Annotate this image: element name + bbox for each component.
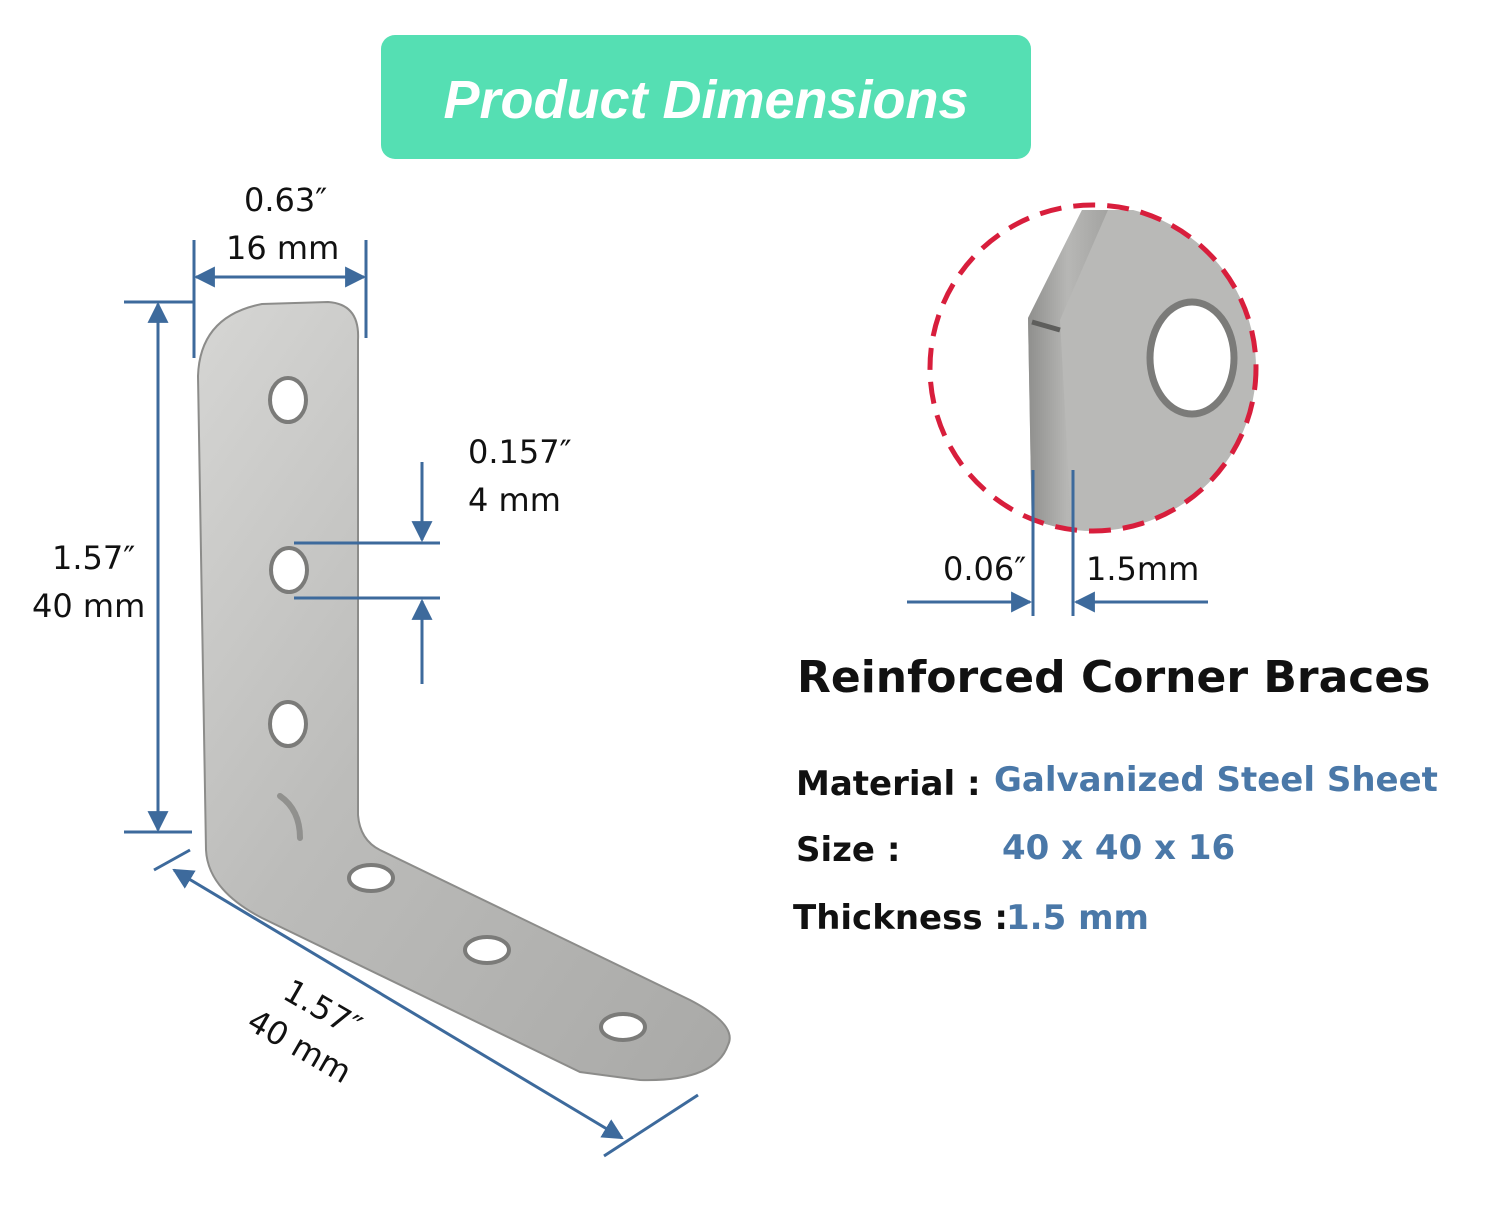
width-mm-label: 16 mm (226, 229, 340, 267)
size-label: Size : (796, 830, 901, 870)
material-value: Galvanized Steel Sheet (994, 760, 1438, 800)
height-mm-label: 40 mm (32, 587, 146, 625)
thickness-detail (927, 202, 1259, 534)
material-label: Material : (796, 764, 981, 804)
thickness-inch-label: 0.06″ (943, 550, 1027, 588)
hole (463, 935, 511, 965)
hole (268, 376, 308, 424)
thickness-label: Thickness : (793, 898, 1008, 938)
thickness-mm-label: 1.5mm (1086, 550, 1200, 588)
hole (1146, 298, 1238, 418)
width-inch-label: 0.63″ (244, 181, 328, 219)
corner-bracket-image (196, 300, 731, 1082)
thickness-dimension-lines (907, 470, 1208, 616)
hole (347, 863, 395, 893)
title-banner: Product Dimensions (381, 35, 1031, 159)
hole (599, 1012, 647, 1042)
dimension-lines (124, 240, 699, 1158)
hole-inch-label: 0.157″ (468, 433, 572, 471)
hole (268, 700, 308, 748)
hole-mm-label: 4 mm (468, 481, 561, 519)
hole (269, 546, 309, 594)
thickness-value: 1.5 mm (1006, 898, 1149, 938)
banner-title: Product Dimensions (443, 70, 969, 130)
height-inch-label: 1.57″ (52, 539, 136, 577)
product-name-heading: Reinforced Corner Braces (797, 652, 1431, 703)
size-value: 40 x 40 x 16 (1002, 828, 1236, 868)
